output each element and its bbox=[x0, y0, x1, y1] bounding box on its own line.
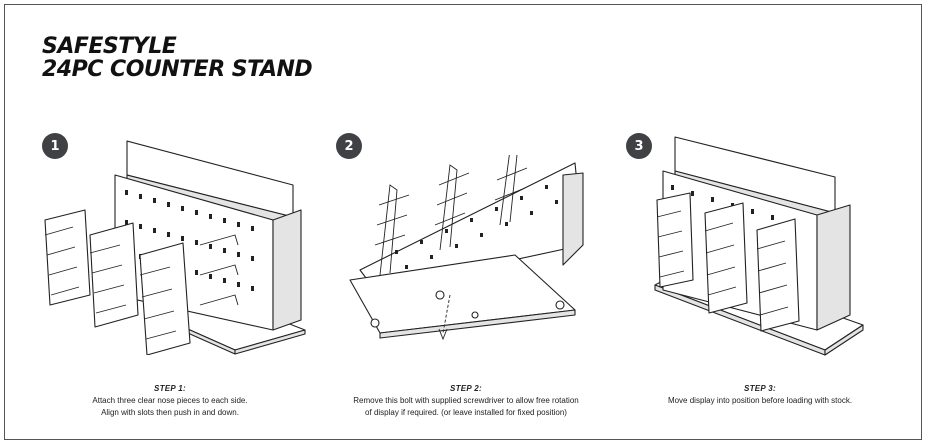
step-1-caption: STEP 1: Attach three clear nose pieces t… bbox=[25, 383, 315, 419]
instruction-sheet: SAFESTYLE 24PC COUNTER STAND 1 bbox=[4, 4, 922, 440]
step-3-heading: STEP 3: bbox=[743, 384, 777, 393]
title-line-1: SAFESTYLE bbox=[42, 34, 177, 59]
step-3-line-1: Move display into position before loadin… bbox=[667, 396, 853, 405]
step-2-caption: STEP 2: Remove this bolt with supplied s… bbox=[321, 383, 611, 419]
step-2-badge: 2 bbox=[336, 133, 362, 159]
step-3-illustration bbox=[654, 136, 864, 356]
title-line-2: 24PC COUNTER STAND bbox=[42, 57, 313, 82]
step-1-heading: STEP 1: bbox=[153, 384, 187, 393]
step-3-badge: 3 bbox=[626, 133, 652, 159]
page-title: SAFESTYLE 24PC COUNTER STAND bbox=[42, 34, 313, 82]
step-1-badge: 1 bbox=[42, 133, 68, 159]
step-2-heading: STEP 2: bbox=[449, 384, 483, 393]
step-1-line-2: Align with slots then push in and down. bbox=[101, 408, 239, 417]
step-1-line-1: Attach three clear nose pieces to each s… bbox=[92, 396, 248, 405]
step-2-illustration bbox=[349, 155, 584, 341]
step-3-caption: STEP 3: Move display into position befor… bbox=[615, 383, 905, 407]
step-2-line-1: Remove this bolt with supplied screwdriv… bbox=[353, 396, 579, 405]
step-2-line-2: of display if required. (or leave instal… bbox=[365, 408, 567, 417]
step-1-illustration bbox=[44, 140, 306, 355]
